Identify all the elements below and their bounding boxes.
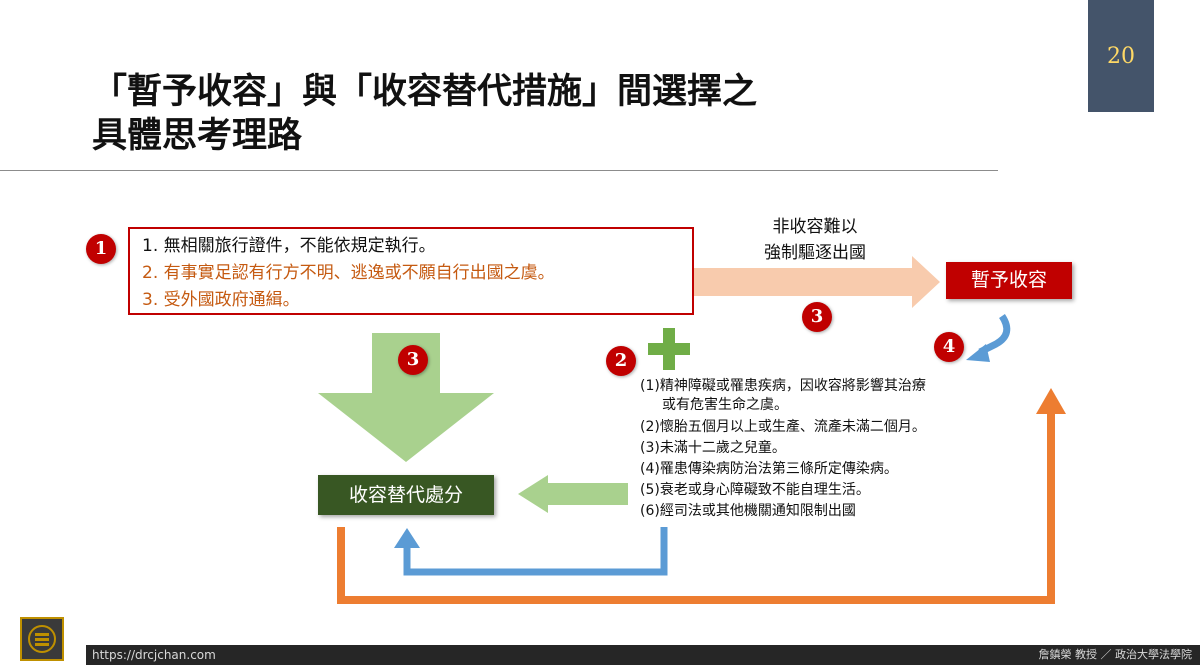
orange-arrowhead: [1036, 388, 1066, 414]
footer-bar: [86, 645, 1200, 665]
exception-item: (3)未滿十二歲之兒童。: [640, 440, 786, 456]
logo-icon: [20, 617, 64, 661]
blue-hook-arrowhead: [966, 344, 990, 362]
exception-item: (2)懷胎五個月以上或生產、流產未滿二個月。: [640, 419, 926, 435]
page-number: 20: [1107, 44, 1135, 69]
condition-item: 2. 有事實足認有行方不明、逃逸或不願自行出國之虞。: [142, 263, 555, 283]
blue-return-line: [403, 527, 668, 576]
arrow-to-detention: [694, 256, 940, 308]
orange-return-line: [337, 408, 1055, 604]
slide-title-line1: 「暫予收容」與「收容替代措施」間選擇之: [92, 72, 758, 112]
logo-emblem-icon: [28, 625, 56, 653]
non-detention-label: 非收容難以 強制驅逐出國: [735, 214, 895, 266]
conditions-box: 1. 無相關旅行證件，不能依規定執行。 2. 有事實足認有行方不明、逃逸或不願自…: [128, 227, 694, 315]
footer-url[interactable]: https://drcjchan.com: [92, 648, 216, 662]
exception-item: (5)衰老或身心障礙致不能自理生活。: [640, 482, 870, 498]
plus-icon: [648, 328, 690, 370]
badge-3-down: 3: [398, 345, 428, 375]
footer-author: 詹鎮榮 教授 ／ 政治大學法學院: [1038, 648, 1193, 661]
badge-3-right: 3: [802, 302, 832, 332]
badge-4: 4: [934, 332, 964, 362]
blue-arrowhead: [394, 528, 420, 548]
non-detention-line: 強制驅逐出國: [764, 243, 866, 263]
arrow-left-to-alternative: [518, 475, 628, 513]
page-number-tab: [1088, 0, 1154, 112]
detention-box: 暫予收容: [946, 262, 1072, 299]
badge-1: 1: [86, 234, 116, 264]
alternative-measure-box: 收容替代處分: [318, 475, 494, 515]
non-detention-line: 非收容難以: [772, 217, 858, 237]
condition-item: 1. 無相關旅行證件，不能依規定執行。: [142, 236, 436, 256]
blue-hook-arrow: [978, 314, 1011, 356]
arrow-down-to-alternative: [318, 333, 494, 462]
slide-title: 「暫予收容」與「收容替代措施」間選擇之 具體思考理路: [92, 70, 757, 158]
badge-2: 2: [606, 346, 636, 376]
condition-item: 3. 受外國政府通緝。: [142, 290, 300, 310]
exception-item: (6)經司法或其他機關通知限制出國: [640, 503, 856, 519]
exception-item: (4)罹患傳染病防治法第三條所定傳染病。: [640, 461, 898, 477]
exception-item: (1)精神障礙或罹患疾病，因收容將影響其治療: [640, 378, 926, 394]
slide-title-line2: 具體思考理路: [92, 116, 303, 156]
title-divider: [0, 170, 998, 171]
exception-item: 或有危害生命之虞。: [662, 397, 788, 413]
